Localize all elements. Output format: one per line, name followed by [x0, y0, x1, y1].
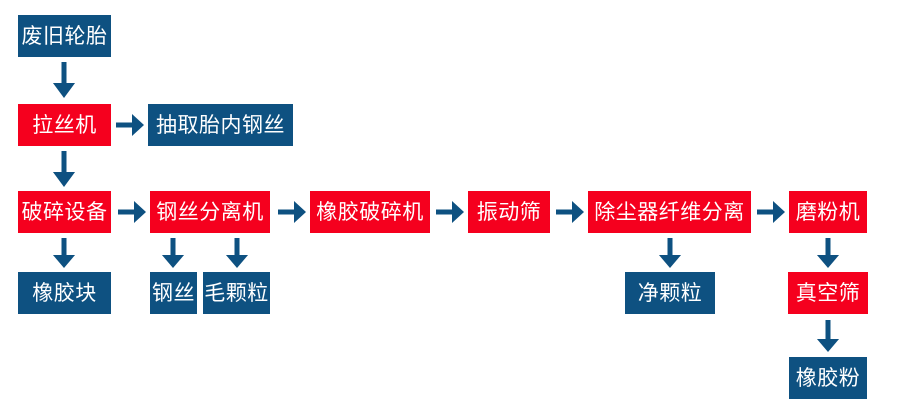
process-node[interactable]: 破碎设备 [18, 191, 111, 233]
process-node[interactable]: 钢丝 [150, 272, 197, 314]
arrow-right-icon [118, 200, 146, 224]
arrow-down-icon [161, 238, 185, 268]
arrow-down-icon [52, 151, 76, 187]
process-node[interactable]: 真空筛 [788, 272, 868, 314]
arrow-down-icon [816, 238, 840, 268]
arrow-right-icon [556, 200, 584, 224]
arrow-down-icon [52, 62, 76, 98]
process-node[interactable]: 净颗粒 [625, 272, 715, 314]
arrow-right-icon [278, 200, 306, 224]
arrow-down-icon [52, 238, 76, 268]
process-node[interactable]: 抽取胎内钢丝 [148, 104, 293, 146]
process-node[interactable]: 磨粉机 [789, 191, 867, 233]
arrow-down-icon [225, 238, 249, 268]
arrow-right-icon [757, 200, 785, 224]
arrow-right-icon [436, 200, 464, 224]
process-node[interactable]: 拉丝机 [18, 104, 111, 146]
process-node[interactable]: 橡胶块 [18, 272, 111, 314]
arrow-down-icon [658, 238, 682, 268]
arrow-down-icon [816, 320, 840, 352]
process-node[interactable]: 橡胶粉 [789, 357, 867, 399]
process-node[interactable]: 除尘器纤维分离 [588, 191, 751, 233]
process-node[interactable]: 振动筛 [468, 191, 550, 233]
arrow-right-icon [116, 113, 144, 137]
process-node[interactable]: 钢丝分离机 [150, 191, 270, 233]
process-node[interactable]: 毛颗粒 [203, 272, 270, 314]
process-node[interactable]: 橡胶破碎机 [310, 191, 430, 233]
process-node[interactable]: 废旧轮胎 [18, 15, 111, 57]
